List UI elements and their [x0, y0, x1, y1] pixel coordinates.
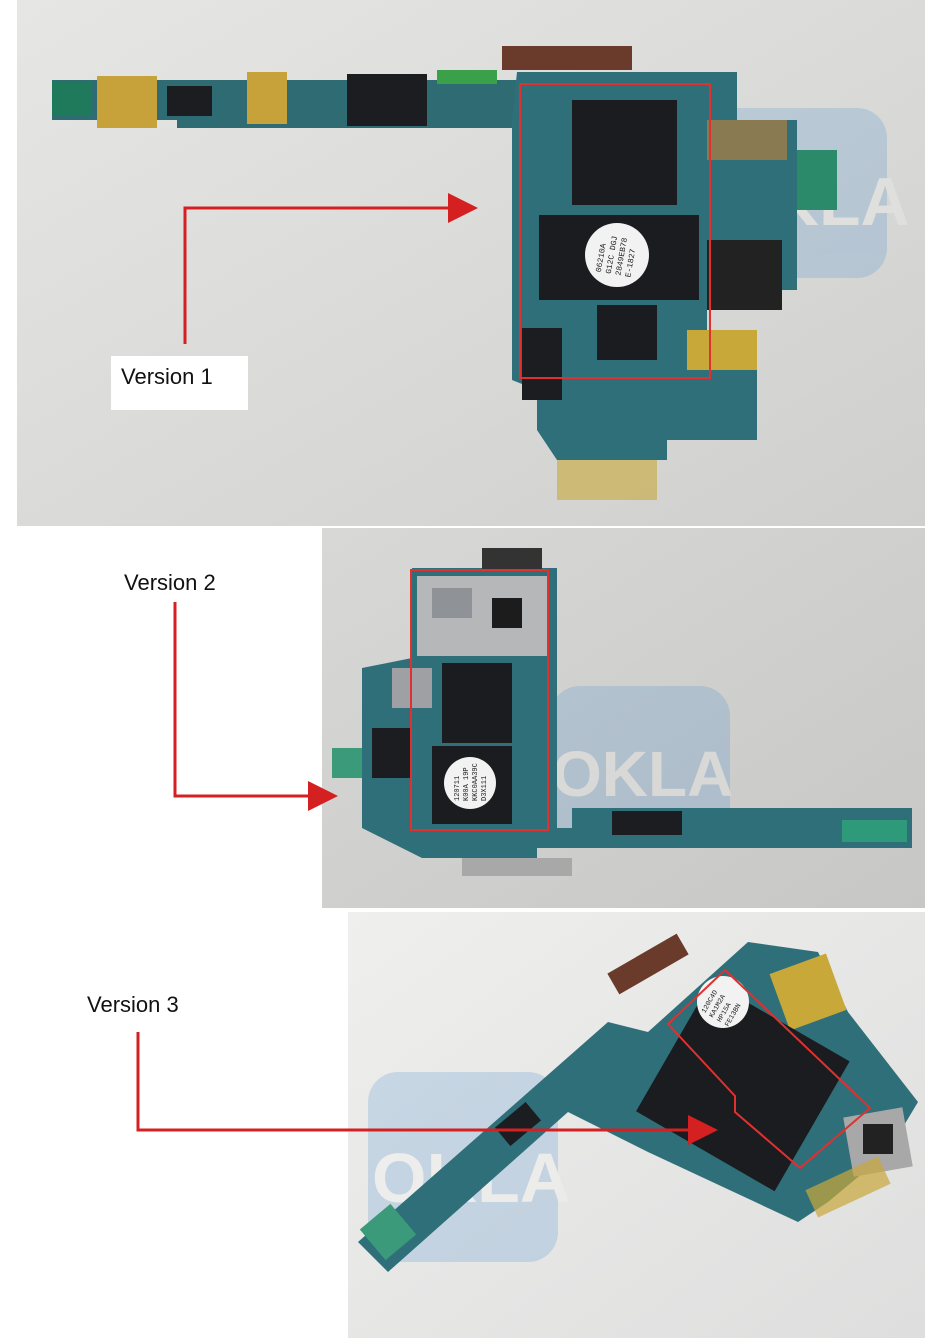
- label-version-1: Version 1: [121, 364, 213, 389]
- label-box-version-1: [111, 356, 248, 410]
- svg-text:120711: 120711: [454, 776, 462, 801]
- arrow-version-2: [173, 602, 338, 811]
- photo-version-2: OKLA 120711 K00A 19P KKC0AA39C D3X111: [322, 528, 925, 908]
- svg-text:D3X111: D3X111: [481, 776, 489, 801]
- photo-version-3: OKLA 120C4D KA1M2A HP15A FE13BN: [348, 912, 925, 1338]
- label-version-3: Version 3: [87, 992, 179, 1017]
- photo-version-1: OKLA 06210A G12C DGJ 2849EB78 E-1827: [17, 0, 925, 526]
- svg-text:K00A 19P: K00A 19P: [463, 767, 471, 801]
- svg-text:KKC0AA39C: KKC0AA39C: [472, 763, 480, 801]
- svg-text:OKLA: OKLA: [552, 738, 733, 810]
- okla-watermark-2: OKLA: [550, 686, 733, 846]
- label-version-2: Version 2: [124, 570, 216, 595]
